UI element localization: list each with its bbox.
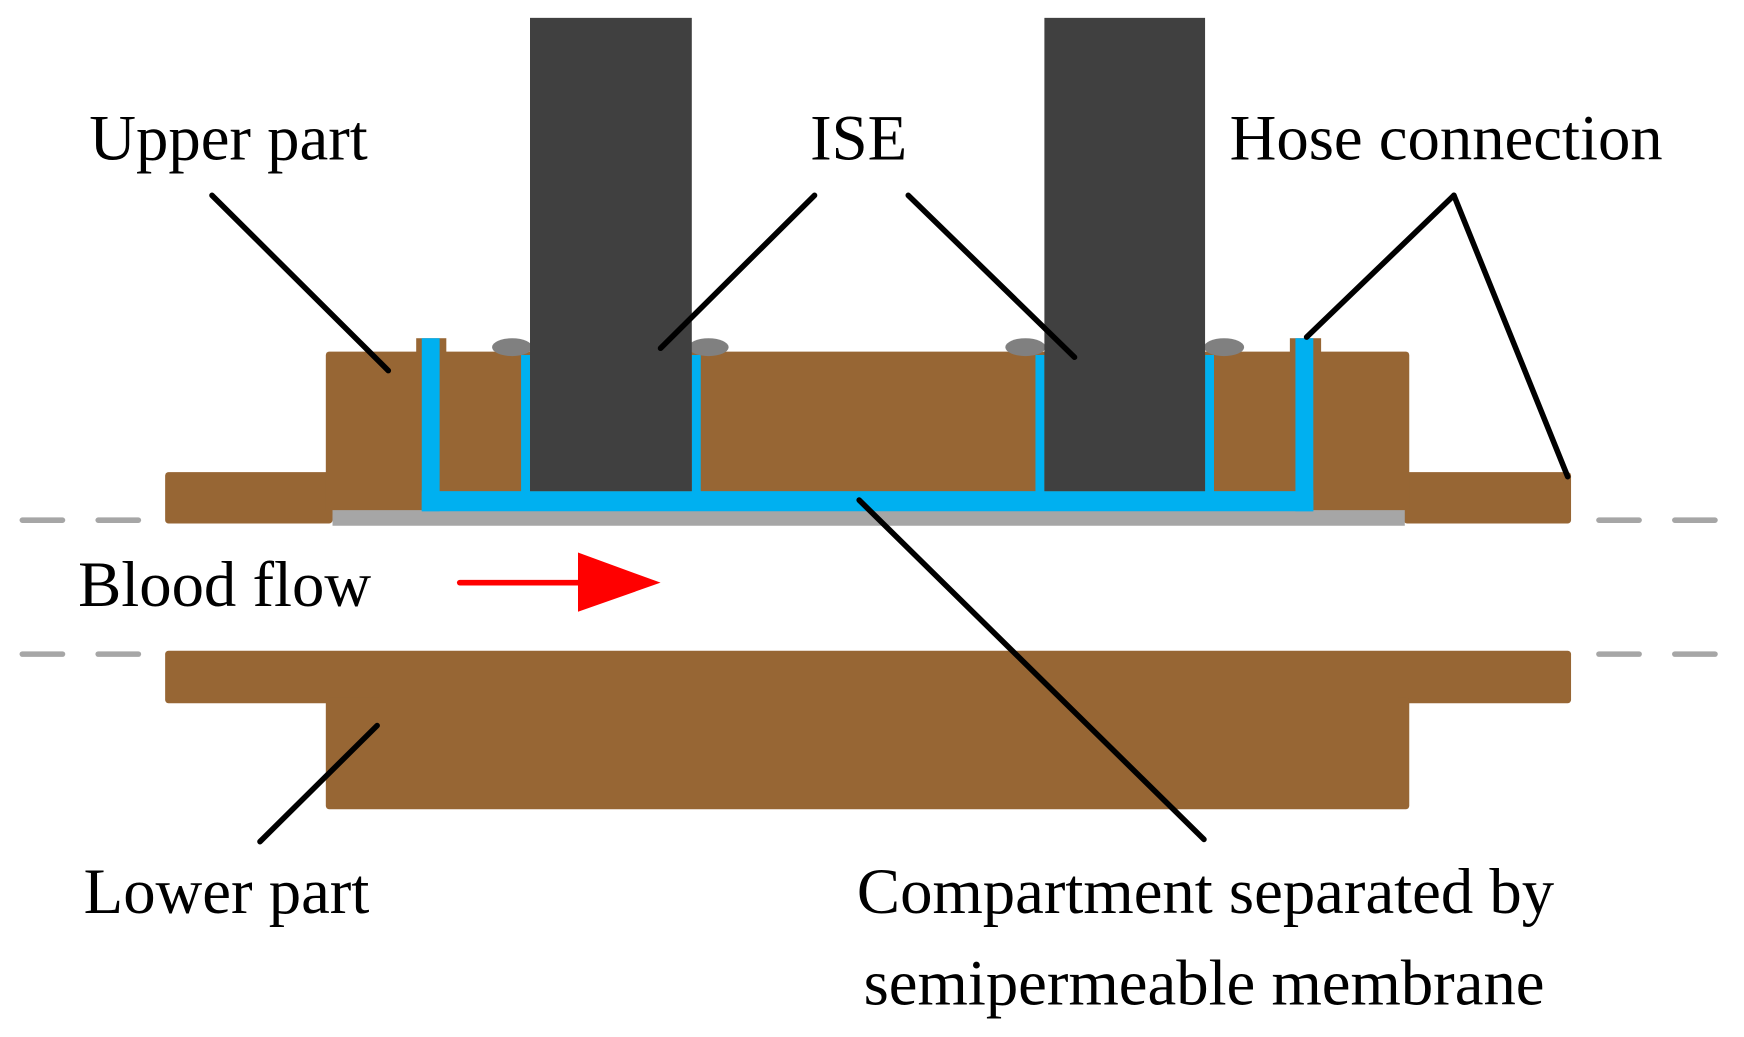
leader-ise-1 bbox=[657, 192, 818, 352]
lower-part-flange bbox=[165, 650, 1572, 704]
o-ring-icon bbox=[1203, 338, 1245, 357]
channel-bottom bbox=[421, 491, 1314, 512]
channel-right-riser bbox=[1295, 338, 1314, 512]
leader-upper-part bbox=[209, 192, 392, 374]
channel-ise2-right bbox=[1205, 354, 1214, 494]
blood-flow-arrow-icon bbox=[456, 552, 661, 612]
leader-hose-right bbox=[1451, 192, 1571, 480]
channel-ise2-left bbox=[1035, 354, 1045, 494]
leader-lower-part bbox=[257, 722, 380, 845]
semipermeable-membrane bbox=[332, 510, 1405, 526]
label-upper-part: Upper part bbox=[89, 102, 367, 174]
label-hose-connection: Hose connection bbox=[1230, 102, 1663, 174]
o-ring-icon bbox=[492, 338, 533, 357]
label-lower-part: Lower part bbox=[84, 855, 370, 927]
ise-electrode-1 bbox=[530, 17, 692, 492]
flow-boundaries bbox=[19, 517, 1727, 657]
label-ise: ISE bbox=[810, 102, 907, 174]
ise-electrode-2 bbox=[1044, 17, 1206, 492]
label-blood-flow: Blood flow bbox=[78, 548, 371, 620]
channel-ise1-right bbox=[691, 354, 701, 494]
channel-ise1-left bbox=[521, 354, 531, 494]
compartment-channel bbox=[421, 338, 1314, 512]
channel-left-riser bbox=[421, 338, 440, 512]
label-compartment-line1: Compartment separated by bbox=[857, 855, 1555, 927]
leader-ise-2 bbox=[905, 192, 1078, 360]
label-compartment-line2: semipermeable membrane bbox=[864, 947, 1545, 1019]
upper-part-body bbox=[325, 351, 1410, 515]
lower-part-body bbox=[325, 697, 1410, 810]
o-ring-icon bbox=[1005, 338, 1046, 357]
o-ring-icon bbox=[688, 338, 729, 357]
o-rings bbox=[492, 338, 1245, 357]
leader-compartment bbox=[856, 497, 1207, 843]
upper-part-right-flange bbox=[1403, 472, 1572, 524]
leader-hose-left bbox=[1303, 192, 1457, 340]
lower-part bbox=[165, 650, 1572, 810]
upper-part-left-flange bbox=[165, 472, 333, 524]
leader-lines bbox=[209, 192, 1571, 845]
